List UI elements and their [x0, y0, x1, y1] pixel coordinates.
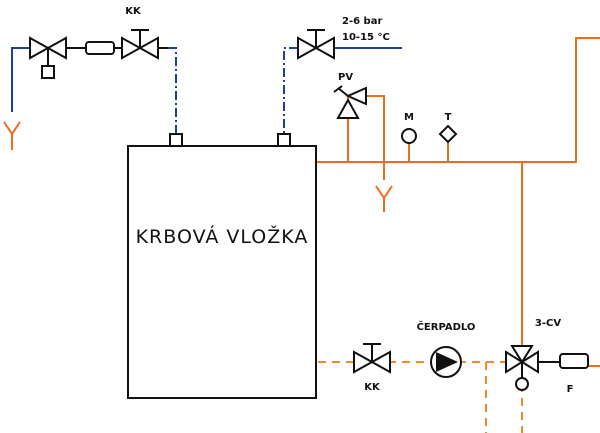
- cold-line-to-port-right: [283, 47, 298, 134]
- safety-valve-icon: [333, 85, 367, 119]
- drain-middle-icon: [375, 185, 393, 212]
- inlet-temp-label: 10-15 °C: [342, 32, 390, 43]
- top-valve-group: KK: [29, 6, 168, 79]
- inlet-pressure-label: 2-6 bar: [342, 16, 382, 27]
- bottom-valve: KK: [353, 343, 391, 393]
- port-right: [277, 133, 291, 147]
- manometer-label: M: [404, 112, 414, 123]
- fireplace-insert-label: KRBOVÁ VLOŽKA: [136, 225, 309, 248]
- bottom-filter: F: [538, 353, 589, 395]
- safety-valve: PV: [333, 72, 367, 119]
- cold-line-to-port-left: [168, 47, 177, 134]
- three-way-valve-label: 3-CV: [535, 318, 561, 329]
- ball-valve-kk-icon: [121, 29, 159, 60]
- hot-water-piping: [316, 37, 600, 367]
- pump-label: ČERPADLO: [417, 320, 476, 333]
- hot-line-main: [316, 37, 600, 163]
- bottom-ball-valve-icon: [353, 343, 391, 374]
- cold-water-piping: [11, 47, 402, 134]
- manometer-icon: [401, 128, 417, 144]
- thermometer-icon: [438, 124, 458, 144]
- inlet-valve: 2-6 bar 10-15 °C: [297, 16, 390, 60]
- fireplace-insert-body: [127, 145, 317, 399]
- three-way-valve-icon: [505, 345, 539, 391]
- safety-valve-label: PV: [338, 72, 353, 83]
- manometer: M: [401, 112, 417, 144]
- top-valve-label: KK: [125, 6, 142, 17]
- thermometer-label: T: [445, 112, 452, 123]
- fireplace-insert: KRBOVÁ VLOŽKA: [127, 133, 317, 399]
- bottom-filter-icon: [559, 353, 589, 369]
- three-way-valve: 3-CV: [505, 318, 561, 391]
- inlet-ball-valve-icon: [297, 29, 335, 60]
- port-left: [169, 133, 183, 147]
- bottom-valve-label: KK: [364, 382, 381, 393]
- filter-icon: [85, 41, 115, 55]
- drain-left-icon: [3, 121, 21, 150]
- bottom-filter-label: F: [567, 384, 574, 395]
- pump: ČERPADLO: [417, 320, 476, 378]
- return-piping: [318, 361, 523, 433]
- safety-valve-drain: [366, 95, 385, 180]
- reducing-valve-icon: [29, 36, 67, 79]
- pump-icon: [430, 346, 462, 378]
- cold-line-left: [11, 47, 30, 112]
- thermometer: T: [438, 112, 458, 144]
